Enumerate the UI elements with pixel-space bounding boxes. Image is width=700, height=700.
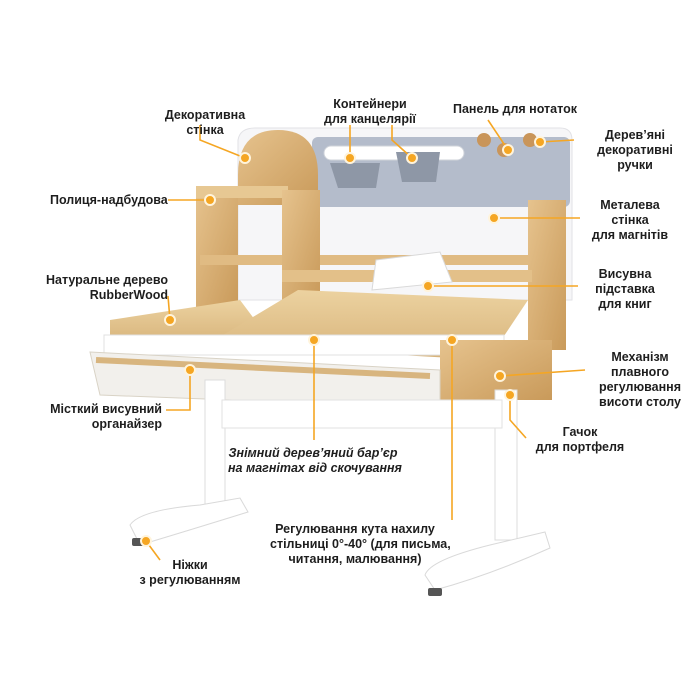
callout-text: Механізм [611, 350, 669, 364]
callout-lift-mechanism: Механізм плавного регулювання висоти сто… [585, 350, 695, 410]
callout-text: регулювання [598, 380, 682, 394]
callout-text: читання, малювання) [288, 552, 422, 566]
callout-text: плавного [611, 365, 669, 379]
callout-text: для канцелярії [324, 112, 416, 126]
callout-metal-wall: Металева стінка для магнітів [575, 198, 685, 243]
callout-text: Регулювання кута нахилу [275, 522, 435, 536]
callout-text: Панель для нотаток [453, 102, 577, 116]
callout-text: Висувна [598, 267, 652, 281]
right-foot [424, 531, 551, 591]
callout-text: висоти столу [599, 395, 681, 409]
container-right [396, 152, 440, 182]
wood-handle-3 [523, 133, 537, 147]
wood-handle-1 [477, 133, 491, 147]
callout-hook: Гачок для портфеля [530, 425, 630, 455]
callout-text: органайзер [91, 417, 162, 431]
callout-notes-panel: Панель для нотаток [450, 102, 580, 117]
callout-leaders [145, 119, 586, 561]
callout-text: на магнітах від скочування [228, 461, 402, 475]
middle-divider [282, 190, 320, 300]
callout-text: Місткий висувний [50, 402, 162, 416]
container-left [330, 163, 380, 188]
callout-text: Натуральне дерево [45, 273, 168, 287]
shelf-left-side [196, 188, 238, 308]
callout-barrier: Знімний дерев’яний бар’єр на магнітах ві… [228, 446, 402, 476]
callout-text: підставка [595, 282, 655, 296]
callout-text: Полиця-надбудова [50, 193, 168, 207]
callout-shelf: Полиця-надбудова [50, 193, 168, 208]
callout-text: Знімний дерев’яний бар’єр [228, 446, 398, 460]
callout-containers: Контейнери для канцелярії [300, 97, 440, 127]
callout-text: Гачок [562, 425, 598, 439]
callout-text: декоративні [597, 143, 673, 157]
callout-organizer: Місткий висувний органайзер [30, 402, 162, 432]
callout-text: Декоративна [164, 108, 246, 122]
callout-feet: Ніжки з регулюванням [130, 558, 250, 588]
callout-text: Дерев’яні [604, 128, 666, 142]
callout-wood-handles: Дерев’яні декоративні ручки [580, 128, 690, 173]
callout-text: стінка [186, 123, 224, 137]
book-stand [371, 251, 453, 291]
callout-text: RubberWood [89, 288, 168, 302]
crossbar [221, 399, 503, 429]
shelf-board [200, 255, 530, 265]
callout-text: Ніжки [172, 558, 208, 572]
callout-tilt: Регулювання кута нахилу стільниці 0°-40°… [270, 522, 451, 567]
callout-natural-wood: Натуральне дерево RubberWood [40, 273, 168, 303]
callout-text: для магнітів [591, 228, 669, 242]
callout-text: з регулюванням [139, 573, 241, 587]
callout-dots [140, 136, 546, 547]
callout-text: стільниці 0°-40° (для письма, [270, 537, 451, 551]
callout-text: Металева [600, 198, 660, 212]
right-side-panel [528, 200, 566, 350]
callout-text: для книг [598, 297, 652, 311]
callout-text: Контейнери [333, 97, 407, 111]
callout-decor-wall: Декоративна стінка [140, 108, 270, 138]
left-foot [129, 497, 249, 546]
callout-text: для портфеля [535, 440, 625, 454]
callout-text: стінка [611, 213, 649, 227]
callout-book-stand: Висувна підставка для книг [580, 267, 670, 312]
callout-text: ручки [617, 158, 653, 172]
shelf-top [196, 186, 288, 198]
